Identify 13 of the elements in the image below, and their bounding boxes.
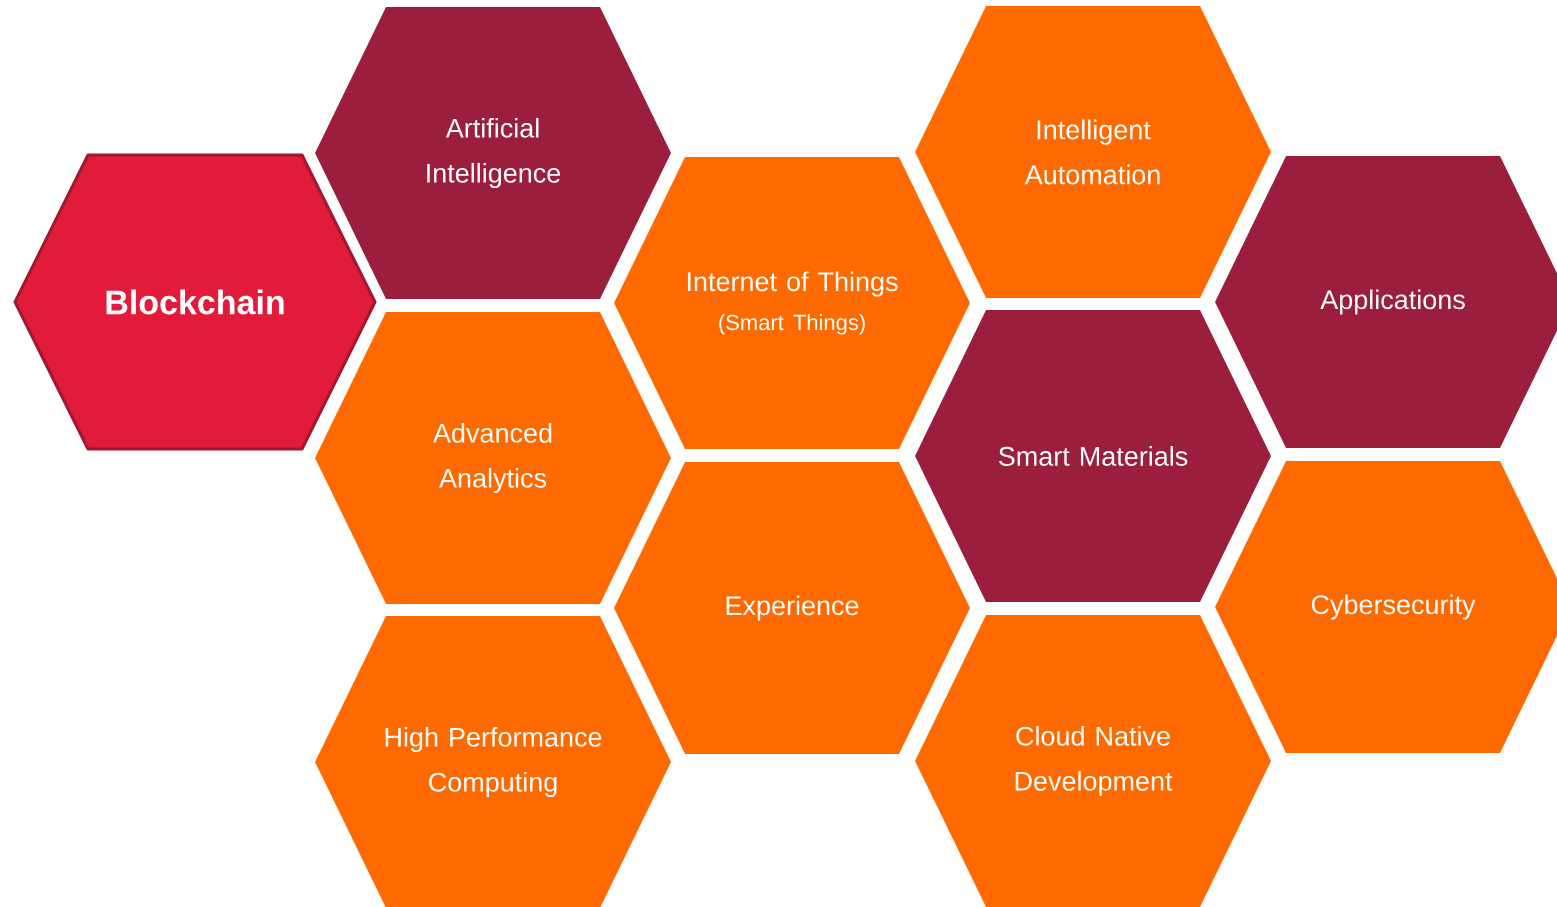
hexagon: Blockchain (13, 153, 377, 451)
hexagon: Cybersecurity (1215, 461, 1557, 753)
hexagon: Experience (614, 462, 970, 754)
node-label: Experience (726, 595, 859, 621)
hexagon: Applications (1215, 156, 1557, 448)
hexagon: Advanced Analytics (315, 312, 671, 604)
hexagon: Intelligent Automation (915, 6, 1271, 298)
hexagon: Artificial Intelligence (315, 7, 671, 299)
hexagon: Internet of Things (Smart Things) (614, 157, 970, 449)
node-label: Advanced Analytics (433, 422, 552, 494)
hexagon: Cloud Native Development (915, 615, 1271, 907)
hexagon: High Performance Computing (315, 616, 671, 907)
hexagon: Smart Materials (915, 310, 1271, 602)
